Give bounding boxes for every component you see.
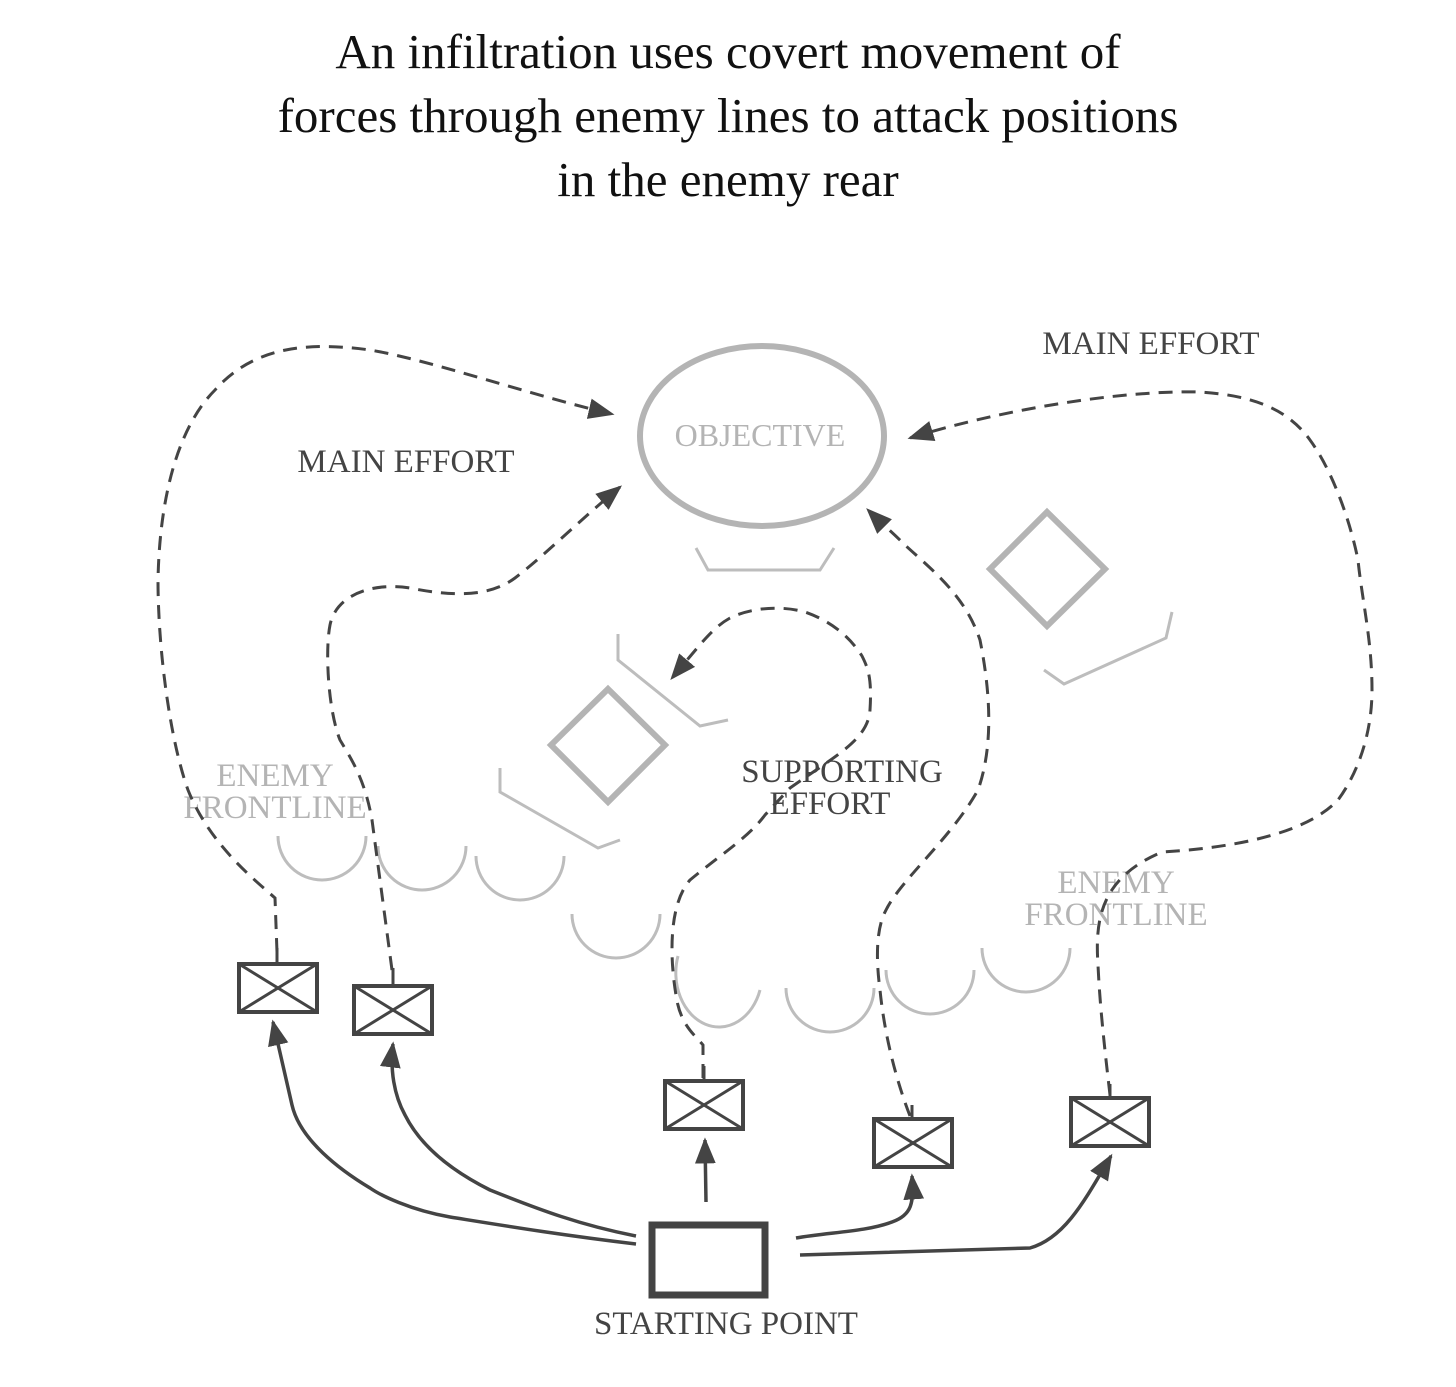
main-effort-left-label: MAIN EFFORT [297, 444, 514, 480]
starting-point-label: STARTING POINT [594, 1306, 858, 1342]
enemy-diamond-icon [546, 684, 670, 807]
supporting-effort-route [670, 606, 872, 1078]
enemy-position-bracket [1043, 611, 1174, 686]
deployment-arrow [795, 1173, 925, 1240]
infantry-unit-icon [872, 1105, 954, 1169]
deployment-arrow [268, 1019, 637, 1246]
title-line-1: An infiltration uses covert movement of [335, 24, 1121, 79]
infantry-unit-icon [663, 1066, 745, 1131]
objective-position-bracket [694, 547, 836, 572]
deployment-arrow [694, 1137, 716, 1203]
main-effort-route-left [156, 345, 615, 953]
infantry-unit-icon [237, 948, 319, 1014]
diagram-title: An infiltration uses covert movement of … [0, 20, 1456, 212]
objective-label: OBJECTIVE [675, 417, 846, 453]
main-effort-right-label: MAIN EFFORT [1042, 326, 1259, 362]
enemy-frontline-left-label-1: ENEMY [216, 758, 333, 794]
enemy-frontline-right-label-2: FRONTLINE [1024, 897, 1207, 933]
enemy-position-bracket [616, 634, 729, 728]
deployment-arrow [799, 1153, 1113, 1257]
objective-ellipse [637, 343, 887, 529]
title-line-2: forces through enemy lines to attack pos… [277, 88, 1179, 143]
infantry-unit-icon [1069, 1084, 1151, 1148]
infiltration-route [326, 485, 623, 971]
supporting-effort-label-1: SUPPORTING [741, 754, 943, 790]
enemy-position-bracket [498, 768, 621, 850]
deployment-arrow [379, 1041, 637, 1238]
enemy-frontline-arcs [276, 835, 1072, 1034]
enemy-frontline-left-label-2: FRONTLINE [183, 790, 366, 826]
enemy-diamond-icon [985, 507, 1110, 631]
infantry-unit-icon [352, 968, 434, 1036]
supporting-effort-label-2: EFFORT [770, 786, 891, 822]
title-line-3: in the enemy rear [557, 152, 899, 207]
main-effort-route-right [907, 390, 1374, 1096]
starting-point-box [648, 1221, 769, 1299]
